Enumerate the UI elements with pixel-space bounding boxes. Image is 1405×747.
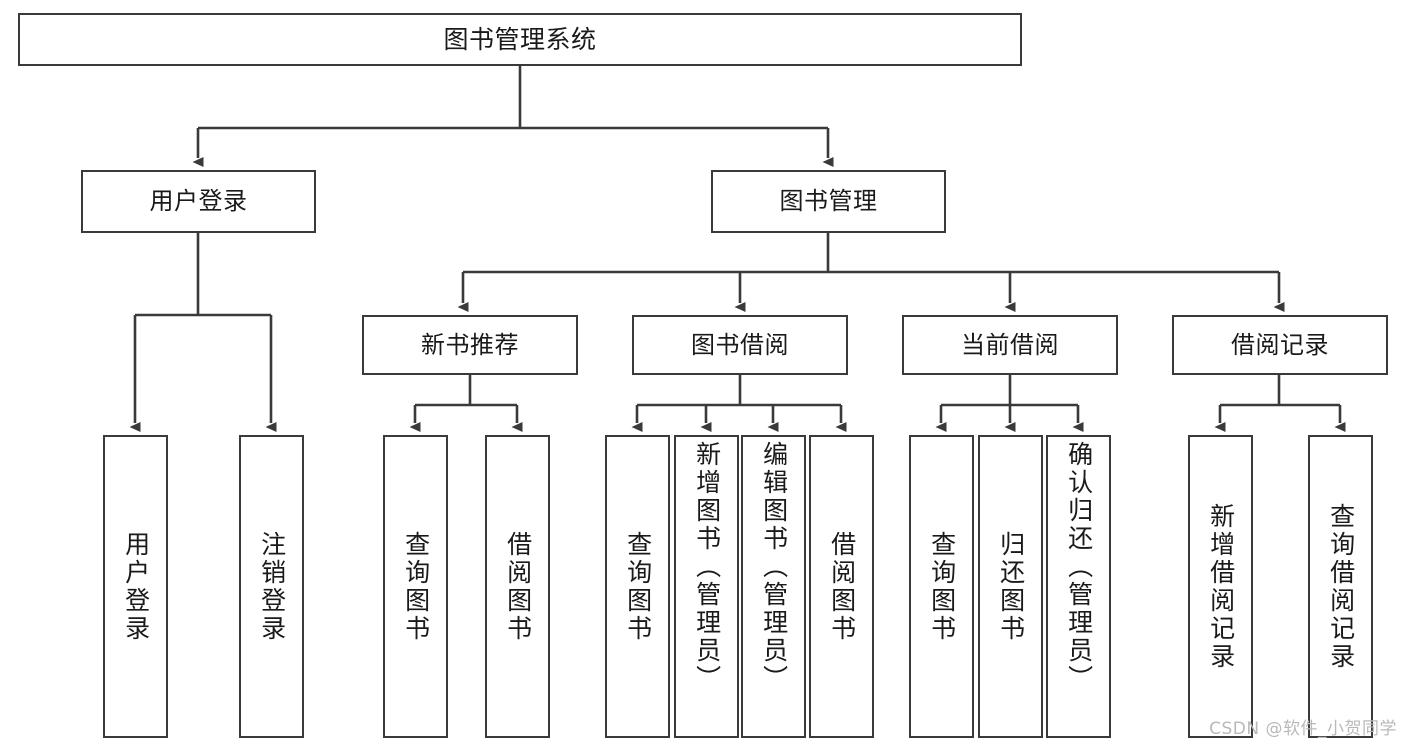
node-label: 借阅图书 [827,530,857,643]
node-current-borrow[interactable]: 当前借阅 [902,315,1118,375]
leaf-new-book-borrow-book[interactable]: 借阅图书 [485,435,550,738]
leaf-book-borrow-query-book[interactable]: 查询图书 [605,435,670,738]
node-label: 借阅记录 [1231,330,1329,359]
node-label: 新增图书（管理员） [692,441,722,693]
node-label: 查询图书 [623,530,653,643]
node-label: 确认归还（管理员） [1064,441,1094,693]
leaf-current-borrow-return-book[interactable]: 归还图书 [978,435,1043,738]
node-user-login[interactable]: 用户登录 [81,170,316,233]
node-label: 图书管理系统 [443,24,597,54]
node-label: 用户登录 [121,530,151,643]
node-label: 图书借阅 [691,330,789,359]
node-label: 借阅图书 [503,530,533,643]
leaf-book-borrow-add-book-admin[interactable]: 新增图书（管理员） [674,435,739,738]
leaf-current-borrow-query-book[interactable]: 查询图书 [909,435,974,738]
node-label: 编辑图书（管理员） [759,441,789,693]
leaf-current-borrow-confirm-return-admin[interactable]: 确认归还（管理员） [1046,435,1111,738]
node-label: 查询借阅记录 [1326,502,1356,671]
node-label: 图书管理 [779,187,878,216]
leaf-borrow-record-query-record[interactable]: 查询借阅记录 [1308,435,1373,738]
leaf-user-login-login[interactable]: 用户登录 [103,435,168,738]
node-label: 新书推荐 [421,330,519,359]
node-new-book-recommend[interactable]: 新书推荐 [362,315,578,375]
leaf-user-login-logout[interactable]: 注销登录 [239,435,304,738]
leaf-book-borrow-edit-book-admin[interactable]: 编辑图书（管理员） [741,435,806,738]
leaf-borrow-record-add-record[interactable]: 新增借阅记录 [1188,435,1253,738]
leaf-new-book-query-book[interactable]: 查询图书 [383,435,448,738]
leaf-book-borrow-borrow-book[interactable]: 借阅图书 [809,435,874,738]
node-book-management[interactable]: 图书管理 [711,170,946,233]
node-label: 当前借阅 [961,330,1059,359]
node-book-borrow[interactable]: 图书借阅 [632,315,848,375]
node-root-book-management-system[interactable]: 图书管理系统 [18,13,1022,66]
node-label: 归还图书 [996,530,1026,643]
node-label: 查询图书 [927,530,957,643]
node-label: 新增借阅记录 [1206,502,1236,671]
node-label: 用户登录 [149,187,248,216]
node-label: 查询图书 [401,530,431,643]
node-borrow-record[interactable]: 借阅记录 [1172,315,1388,375]
node-label: 注销登录 [257,530,287,643]
